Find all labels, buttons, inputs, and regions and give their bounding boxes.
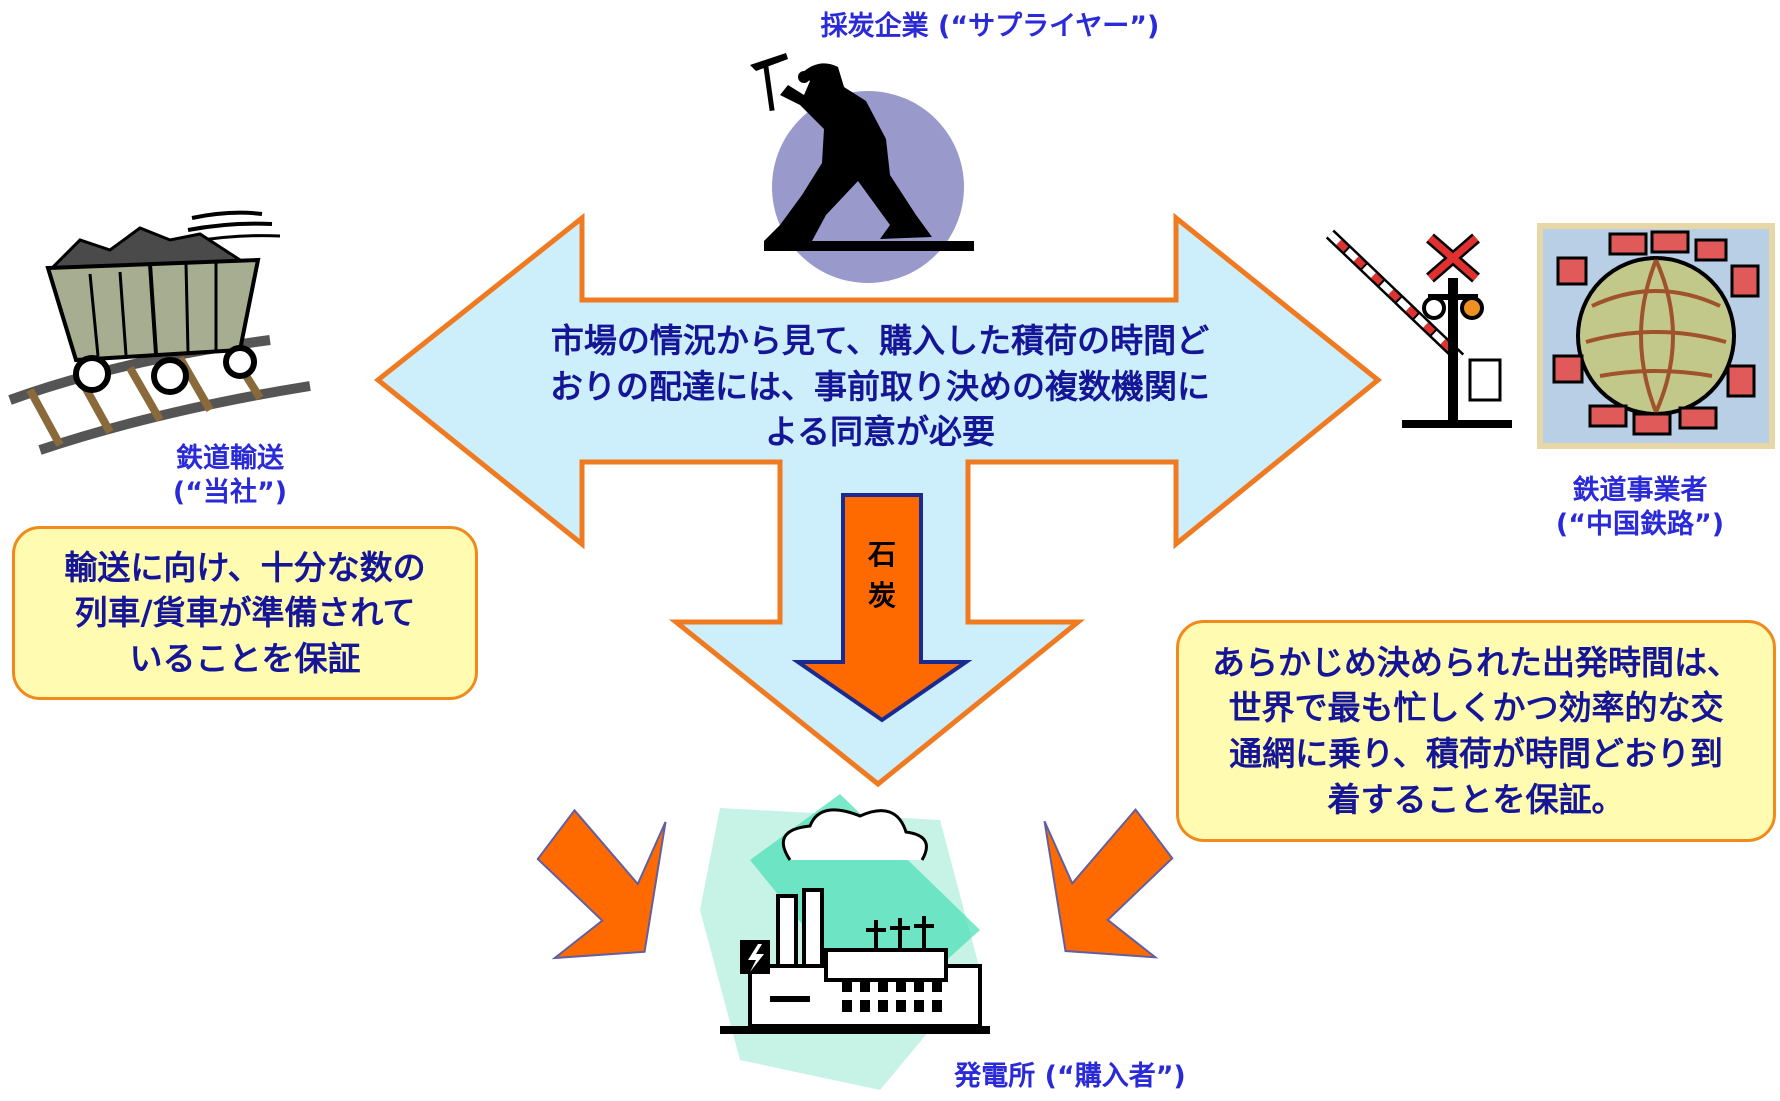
right-callout: あらかじめ決められた出発時間は、 世界で最も忙しくかつ効率的な交 通網に乗り、積… [1176, 620, 1776, 842]
center-message: 市場の情況から見て、購入した積荷の時間ど おりの配達には、事前取り決めの複数機関… [470, 318, 1290, 455]
left-orange-arrow [536, 808, 667, 960]
right-callout-line-3: 通網に乗り、積荷が時間どおり到 [1229, 734, 1723, 773]
globe-with-trains-icon [1537, 223, 1775, 449]
power-plant-label: 発電所 (“購入者”) [954, 1061, 1186, 1092]
miner-label: 採炭企業 (“サプライヤー”) [820, 11, 1160, 42]
miner-with-pickaxe-icon [750, 53, 974, 283]
coal-arrow-label: 石 炭 [867, 538, 896, 612]
left-callout: 輸送に向け、十分な数の 列車/貨車が準備されて いることを保証 [12, 526, 478, 700]
right-callout-line-1: あらかじめ決められた出発時間は、 [1212, 642, 1740, 682]
rail-transport-label: 鉄道輸送 (“当社”) [172, 443, 288, 508]
railroad-crossing-signal-icon [1325, 229, 1512, 428]
coal-mine-cart-icon [8, 210, 311, 455]
center-message-line-3: よる同意が必要 [764, 412, 995, 452]
center-message-line-1: 市場の情況から見て、購入した積荷の時間ど [550, 321, 1210, 360]
power-plant-factory-icon [700, 794, 990, 1090]
railway-operator-label: 鉄道事業者 (“中国鉄路”) [1555, 475, 1725, 540]
right-orange-arrow [1043, 807, 1174, 959]
left-callout-line-2: 列車/貨車が準備されて [74, 593, 416, 633]
right-callout-line-4: 着することを保証。 [1327, 779, 1625, 819]
left-callout-line-1: 輸送に向け、十分な数の [64, 547, 426, 587]
center-message-line-2: おりの配達には、事前取り決めの複数機関に [550, 366, 1210, 406]
left-callout-line-3: いることを保証 [129, 638, 361, 678]
right-callout-line-2: 世界で最も忙しくかつ効率的な交 [1228, 688, 1724, 728]
